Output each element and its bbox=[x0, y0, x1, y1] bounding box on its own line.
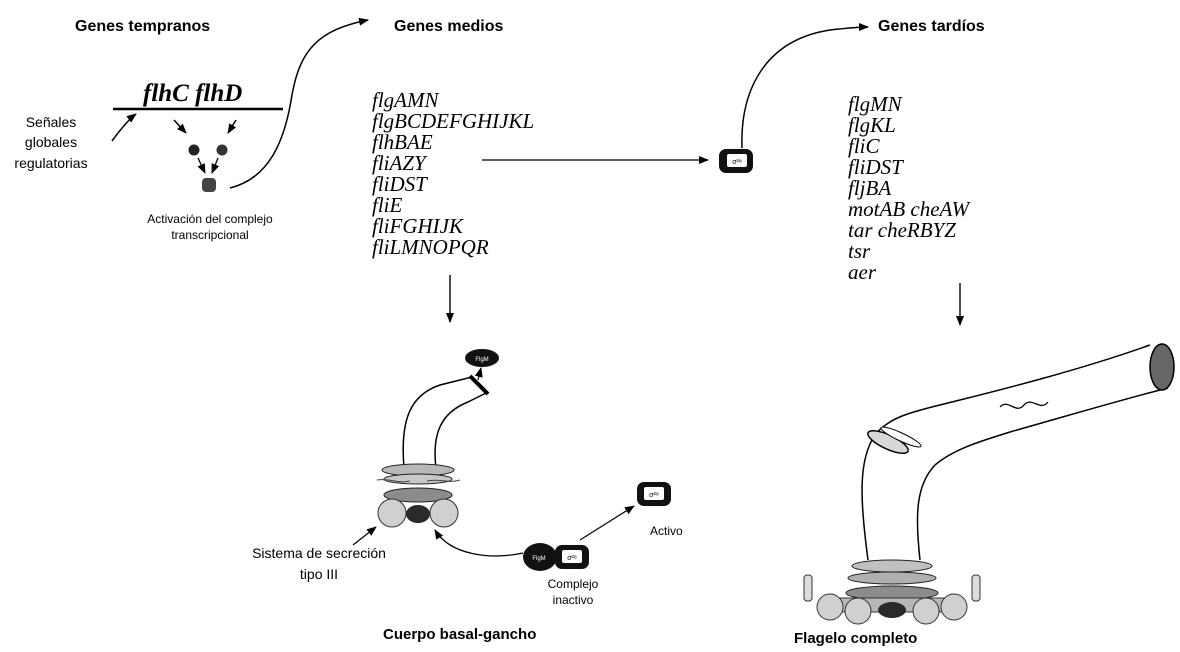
complex-to-active-arrow bbox=[580, 506, 634, 540]
dot-arrow-left bbox=[174, 120, 186, 133]
sigma-label: σ²⁸ bbox=[732, 159, 742, 166]
sigma28-factor: σ²⁸ bbox=[719, 149, 753, 173]
signals-arrow bbox=[112, 114, 136, 141]
complex-to-secretion-arrow bbox=[435, 530, 523, 556]
exported-flgm: FlgM bbox=[465, 349, 499, 367]
converge-arrow-left bbox=[198, 158, 205, 173]
converge-arrow-right bbox=[212, 158, 218, 173]
master-regulator-complex bbox=[202, 178, 216, 192]
flhd-subunit bbox=[189, 145, 200, 156]
active-sigma28: σ²⁸ bbox=[637, 482, 671, 506]
flgm-label-exported: FlgM bbox=[475, 357, 488, 363]
flhc-subunit bbox=[217, 145, 228, 156]
inactive-flgm-sigma-complex: FlgM σ²⁸ bbox=[523, 543, 589, 571]
complete-flagellum bbox=[804, 344, 1174, 624]
hook-basal-body: FlgM bbox=[353, 349, 499, 545]
dot-arrow-right bbox=[228, 120, 236, 133]
activation-curve-arrow bbox=[230, 20, 368, 188]
sigma-label-active: σ²⁸ bbox=[649, 492, 659, 499]
sigma-label-complex: σ²⁸ bbox=[567, 555, 577, 562]
sigma-to-late-curve-arrow bbox=[742, 27, 868, 148]
flgm-label-complex: FlgM bbox=[532, 556, 545, 562]
